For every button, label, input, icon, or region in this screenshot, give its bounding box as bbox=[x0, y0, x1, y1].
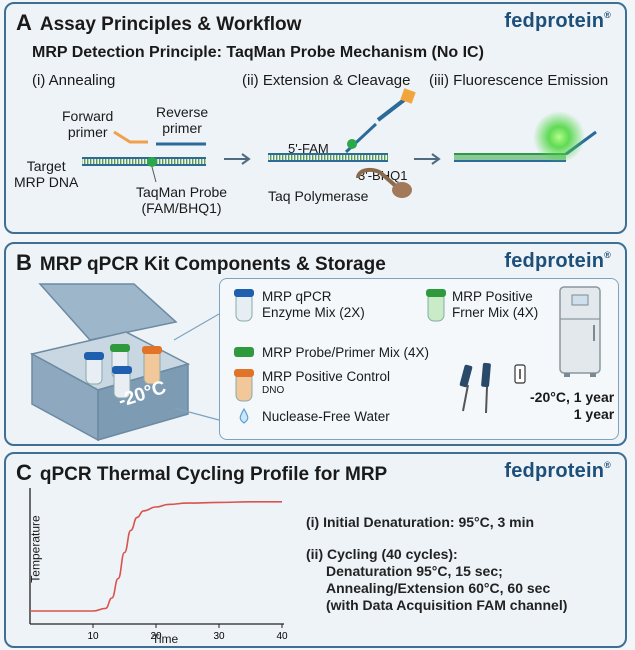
cooler-lid bbox=[38, 283, 178, 341]
step-data-acquisition: (with Data Acquisition FAM channel) bbox=[326, 597, 568, 613]
probe-primer-cap-icon bbox=[234, 347, 254, 357]
chart-x-tick-label: 20 bbox=[150, 631, 162, 642]
step-cycling: (ii) Cycling (40 cycles): bbox=[306, 546, 458, 562]
list-item-probe-primer-mix: MRP Probe/Primer Mix (4X) bbox=[262, 345, 430, 360]
tube-icon bbox=[84, 344, 162, 399]
panel-c-letter: C bbox=[16, 460, 32, 485]
panel-a-letter: A bbox=[16, 10, 32, 35]
panel-kit-components: B MRP qPCR Kit Components & Storage fedpr… bbox=[4, 242, 627, 446]
brand-logo: fedprotein® bbox=[504, 250, 611, 272]
brand-logo: fedprotein® bbox=[504, 460, 611, 482]
chart-x-tick-label: 10 bbox=[87, 631, 99, 642]
step-extension-label: (ii) Extension & Cleavage bbox=[242, 72, 411, 89]
thermometer-icon bbox=[514, 364, 526, 384]
mechanism-illustration bbox=[82, 88, 597, 198]
panel-b-title: B MRP qPCR Kit Components & Storage bbox=[16, 250, 386, 276]
panel-a-title: A Assay Principles & Workflow bbox=[16, 10, 301, 36]
panel-c-title-text: qPCR Thermal Cycling Profile for MRP bbox=[39, 464, 388, 485]
panel-b-letter: B bbox=[16, 250, 32, 275]
step-fluorescence-label: (iii) Fluorescence Emission bbox=[429, 72, 609, 89]
step-annealing-extension: Annealing/Extension 60°C, 60 sec bbox=[326, 580, 551, 596]
chart-series-line bbox=[30, 501, 282, 612]
pipette-icon bbox=[459, 362, 491, 414]
enzyme-mix-tube-icon bbox=[234, 289, 254, 322]
positive-primer-tube-icon bbox=[426, 289, 446, 322]
arrow-icon bbox=[224, 153, 441, 165]
brand-logo: fedprotein® bbox=[504, 10, 611, 32]
list-item-nuclease-free-water: Nuclease-Free Water bbox=[262, 409, 390, 424]
chart-x-tick-label: 40 bbox=[276, 631, 288, 642]
water-drop-icon bbox=[239, 407, 249, 424]
panel-a-title-text: Assay Principles & Workflow bbox=[39, 14, 302, 35]
chart-ylabel: Temperature bbox=[28, 515, 43, 583]
mechanism-subtitle: MRP Detection Principle: TaqMan Probe Me… bbox=[32, 44, 484, 61]
panel-b-title-text: MRP qPCR Kit Components & Storage bbox=[39, 254, 386, 275]
chart-x-tick-label: 30 bbox=[213, 631, 225, 642]
fluorescence-glow-icon bbox=[533, 111, 585, 163]
forward-primer-strand bbox=[113, 130, 148, 144]
cooler-box-illustration bbox=[29, 283, 220, 442]
taq-polymerase-icon bbox=[356, 167, 412, 198]
fam-dye-icon bbox=[347, 139, 357, 149]
polymerase-label: Taq Polymerase bbox=[268, 188, 369, 204]
quencher-bhq-icon bbox=[400, 88, 416, 104]
chart-xlabel: Time bbox=[152, 632, 179, 646]
panel-assay-principles: A Assay Principles & Workflow fedprotein®… bbox=[4, 2, 627, 234]
freezer-icon bbox=[559, 286, 601, 377]
thermal-profile-chart: 10 20 30 40 bbox=[29, 488, 288, 642]
step-annealing-label: (i) Annealing bbox=[32, 72, 116, 89]
step-denaturation: Denaturation 95°C, 15 sec; bbox=[326, 563, 503, 579]
step-initial-denaturation: (i) Initial Denaturation: 95°C, 3 min bbox=[306, 514, 535, 530]
extension-dna-strand bbox=[268, 153, 388, 162]
probe-fam-dot bbox=[147, 157, 157, 167]
positive-control-tube-icon bbox=[234, 369, 254, 402]
target-dna-strand bbox=[82, 157, 206, 166]
taqman-probe-label: TaqMan Probe(FAM/BHQ1) bbox=[136, 184, 228, 216]
fam-label: 5'-FAM bbox=[288, 141, 329, 156]
